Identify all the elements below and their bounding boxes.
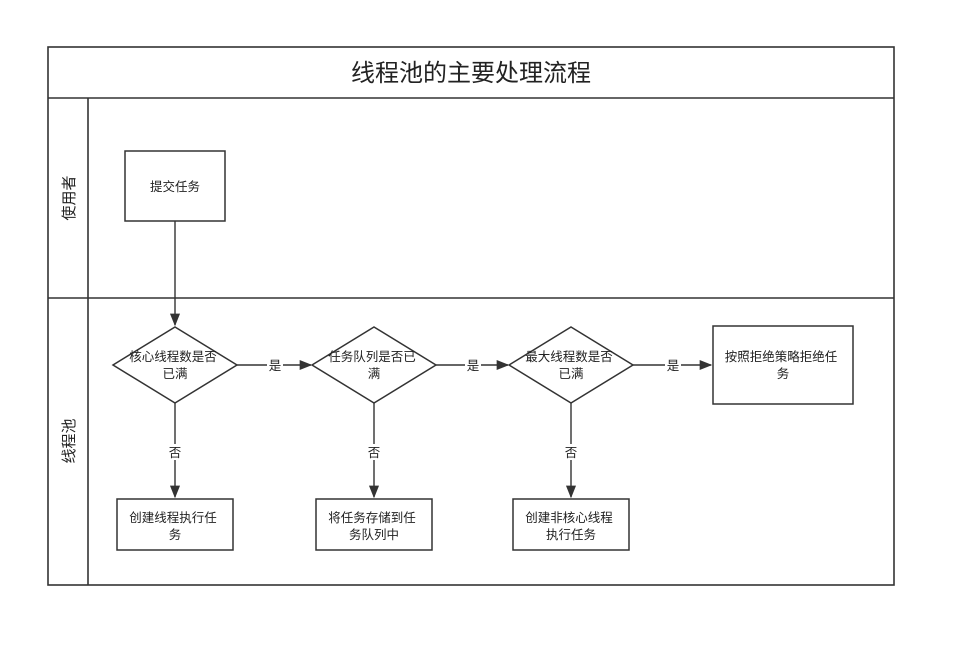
- edges: [169, 221, 713, 499]
- node-reject: 按照拒绝策略拒绝任 务: [712, 325, 854, 405]
- decision-queue-full-line1: 任务队列是否已: [328, 349, 416, 364]
- svg-text:创建非核心线程 执行任务: 创建非核心线程 执行任务: [525, 510, 617, 542]
- decision-core-full-line2: 已满: [162, 366, 187, 381]
- decision-queue-full-line2: 满: [368, 366, 381, 381]
- node-enqueue-line1: 将任务存储到任: [328, 510, 416, 525]
- svg-text:按照拒绝策略拒绝任 务: 按照拒绝策略拒绝任 务: [725, 349, 842, 381]
- edge-labels: 是 是 是 否 否 否: [167, 357, 681, 460]
- diagram-title: 线程池的主要处理流程: [351, 59, 591, 87]
- svg-text:提交任务: 提交任务: [150, 179, 200, 194]
- node-reject-line2: 务: [777, 366, 790, 381]
- decision-core-full-line1: 核心线程数是否: [129, 349, 217, 364]
- lane-label-pool: 线程池: [60, 418, 78, 463]
- svg-text:创建线程执行任 务: 创建线程执行任 务: [129, 510, 221, 542]
- decision-max-full-line2: 已满: [558, 366, 583, 381]
- node-create-core: 创建线程执行任 务: [116, 498, 234, 551]
- node-submit: 提交任务: [124, 150, 226, 222]
- node-reject-line1: 按照拒绝策略拒绝任: [725, 349, 838, 364]
- edge-label-no-queue: 否: [368, 445, 381, 460]
- edge-label-no-core: 否: [169, 445, 182, 460]
- svg-text:任务队列是否已 满: 任务队列是否已 满: [328, 349, 420, 381]
- node-create-core-line1: 创建线程执行任: [129, 510, 217, 525]
- edge-label-yes-queue: 是: [467, 358, 480, 373]
- edge-label-no-max: 否: [565, 445, 578, 460]
- node-create-noncore-line2: 执行任务: [546, 527, 596, 542]
- svg-text:最大线程数是否 已满: 最大线程数是否 已满: [525, 349, 617, 381]
- decision-queue-full: 任务队列是否已 满: [310, 326, 438, 404]
- swimlane-frame: [47, 46, 895, 586]
- decision-core-full: 核心线程数是否 已满: [111, 326, 239, 404]
- decision-max-full-line1: 最大线程数是否: [525, 349, 613, 364]
- node-enqueue-line2: 务队列中: [349, 527, 399, 542]
- svg-text:将任务存储到任 务队列中: 将任务存储到任 务队列中: [328, 510, 420, 542]
- node-create-noncore: 创建非核心线程 执行任务: [512, 498, 630, 551]
- edge-label-yes-core: 是: [269, 358, 282, 373]
- svg-text:核心线程数是否 已满: 核心线程数是否 已满: [129, 349, 221, 381]
- lane-label-user: 使用者: [60, 175, 78, 220]
- node-create-core-line2: 务: [169, 527, 182, 542]
- node-enqueue: 将任务存储到任 务队列中: [315, 498, 433, 551]
- node-submit-label: 提交任务: [150, 179, 200, 194]
- node-create-noncore-line1: 创建非核心线程: [525, 510, 613, 525]
- decision-max-full: 最大线程数是否 已满: [507, 326, 635, 404]
- edge-label-yes-max: 是: [667, 358, 680, 373]
